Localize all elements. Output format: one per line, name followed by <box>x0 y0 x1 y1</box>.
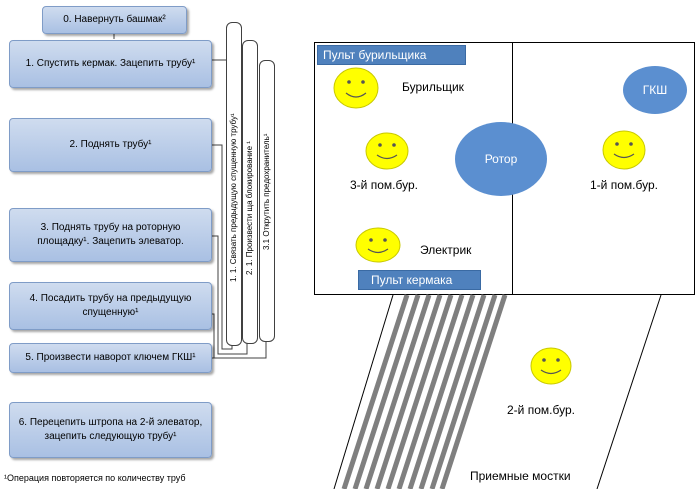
step-2: 2. Поднять трубу¹ <box>9 118 212 172</box>
driller-panel: Пульт бурильщика <box>317 45 466 65</box>
assistant1-label: 1-й пом.бур. <box>590 178 658 192</box>
substep-label-1: 1. 1. Связать предыдущую спущенную трубу… <box>229 113 238 282</box>
rotor: Ротор <box>455 122 547 196</box>
substep-box-2 <box>242 40 258 344</box>
driller-face <box>333 67 379 109</box>
catwalk-label: Приемные мостки <box>470 469 571 483</box>
electrician-face <box>355 227 401 263</box>
assistant2-label: 2-й пом.бур. <box>507 403 575 417</box>
step-5: 5. Произвести наворот ключем ГКШ¹ <box>9 343 212 373</box>
step-3: 3. Поднять трубу на роторную площадку¹. … <box>9 208 212 262</box>
kermak-panel: Пульт кермака <box>358 270 481 290</box>
electrician-label: Электрик <box>420 243 472 257</box>
substep-box-3 <box>259 60 275 342</box>
gksh: ГКШ <box>623 66 687 114</box>
substep-label-2: 2. 1. Произвести ща блокирование ¹ <box>245 141 254 275</box>
footnote: ¹Операция повторяется по количеству труб <box>4 473 186 483</box>
step-0: 0. Навернуть башмак² <box>42 6 187 34</box>
assistant3-label: 3-й пом.бур. <box>350 178 418 192</box>
step-4: 4. Посадить трубу на предыдущую спущенну… <box>9 282 212 330</box>
step-1: 1. Спустить кермак. Зацепить трубу¹ <box>9 40 212 88</box>
substep-label-3: 3.1 Открутить предохранитель¹ <box>262 133 271 250</box>
assistant2-face <box>530 347 572 385</box>
substep-box-1 <box>226 22 242 346</box>
driller-label: Бурильщик <box>402 80 464 94</box>
assistant1-face <box>602 130 646 170</box>
step-6: 6. Перецепить штропа на 2-й элеватор, за… <box>9 402 212 458</box>
assistant3-face <box>365 132 409 170</box>
